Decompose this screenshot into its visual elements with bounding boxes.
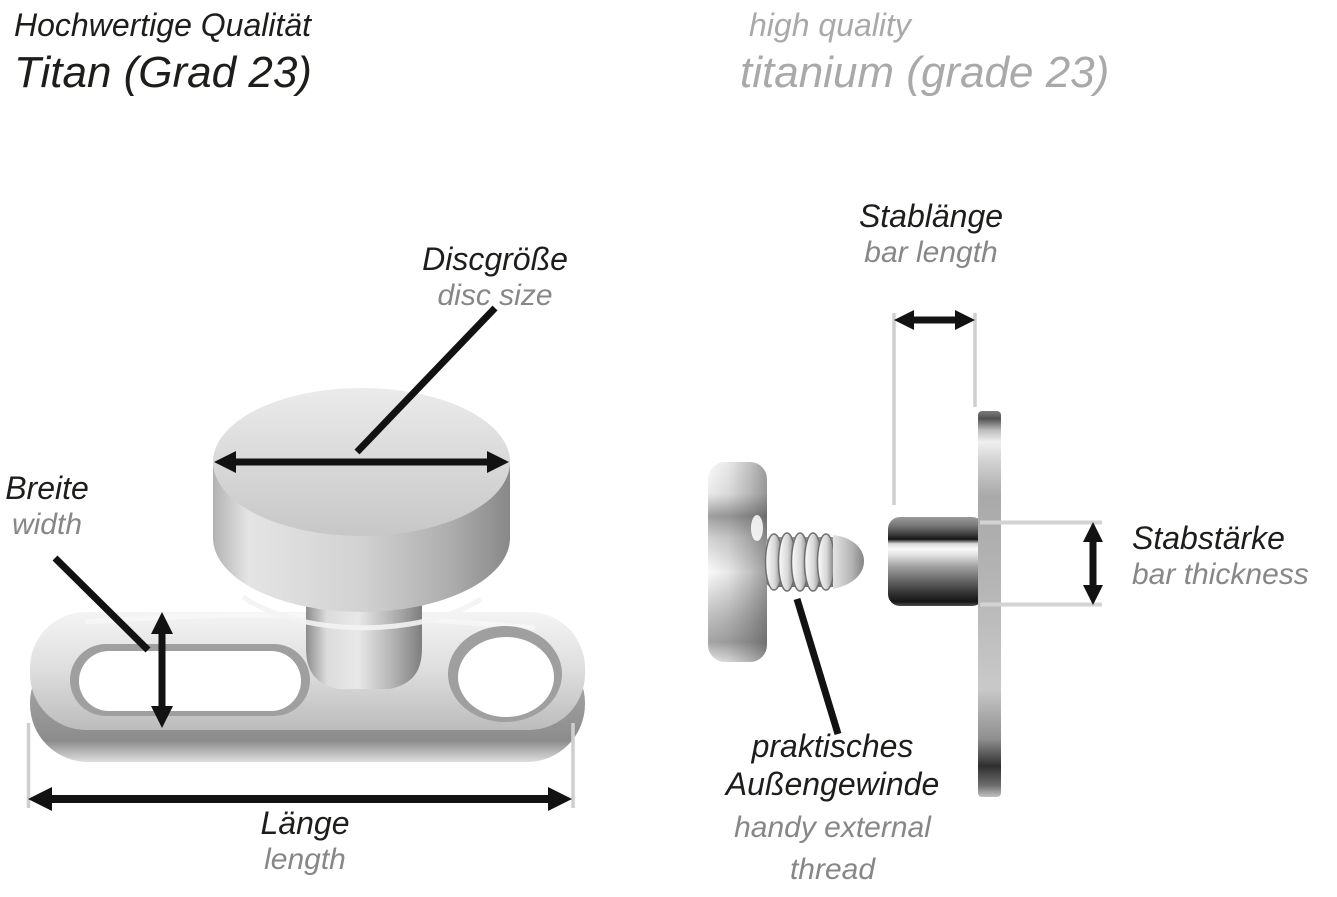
label-disc-size-german: Discgröße: [422, 241, 568, 277]
header-german-line1: Hochwertige Qualität: [14, 7, 312, 43]
screw-disc-side-view: [708, 462, 767, 662]
external-thread: [764, 532, 864, 592]
label-length: Länge length: [155, 804, 455, 878]
width-arrow: [151, 612, 173, 728]
label-bar-thickness-english: bar thickness: [1132, 558, 1309, 592]
bar-length-extension-lines: [892, 313, 977, 505]
label-bar-thickness: Stabstärke bar thickness: [1132, 519, 1337, 593]
bar-thickness-extension-lines: [980, 520, 1102, 607]
dermal-anchor-side-view-illustration: [708, 310, 1103, 797]
base-plate-right-hole: [448, 626, 562, 722]
label-bar-length-english: bar length: [864, 236, 998, 270]
bar-length-arrow: [894, 310, 975, 330]
header-german: Hochwertige Qualität Titan (Grad 23): [14, 7, 312, 97]
label-external-thread: praktisches Außengewinde handy external …: [695, 727, 970, 888]
header-english: high quality titanium (grade 23): [740, 7, 1110, 97]
external-thread-pointer-line: [793, 597, 842, 736]
label-bar-thickness-german: Stabstärke: [1132, 520, 1285, 556]
thread-tip: [833, 535, 864, 589]
bar-side-view: [888, 517, 984, 606]
header-german-line2: Titan (Grad 23): [14, 47, 312, 97]
label-disc-size: Discgröße disc size: [395, 240, 595, 314]
header-english-line2: titanium (grade 23): [740, 47, 1110, 97]
base-plate-left-hole: [70, 644, 310, 716]
label-length-english: length: [264, 843, 346, 877]
label-length-german: Länge: [260, 805, 350, 841]
label-disc-size-english: disc size: [437, 279, 553, 313]
label-external-thread-english-line1: handy external: [734, 810, 931, 844]
length-arrow: [28, 787, 572, 811]
label-external-thread-german-line2: Außengewinde: [725, 766, 940, 803]
anchor-disc: [213, 388, 510, 631]
bar-thickness-arrow: [1083, 522, 1103, 605]
length-extension-lines: [26, 723, 575, 808]
label-width-english: width: [11, 508, 83, 542]
label-external-thread-english-line2: thread: [789, 852, 876, 886]
label-width: Breite width: [0, 469, 98, 543]
dermal-anchor-illustration: [26, 305, 585, 811]
disc-size-pointer-line: [354, 305, 498, 455]
anchor-base-plate: [30, 612, 585, 762]
label-width-german: Breite: [5, 470, 89, 506]
disc-size-arrow: [214, 451, 509, 473]
width-pointer-line: [52, 555, 151, 653]
label-bar-length: Stablänge bar length: [826, 197, 1036, 271]
label-external-thread-german-line1: praktisches: [751, 728, 914, 764]
label-bar-length-german: Stablänge: [858, 198, 1004, 234]
header-english-line1: high quality: [749, 7, 911, 43]
